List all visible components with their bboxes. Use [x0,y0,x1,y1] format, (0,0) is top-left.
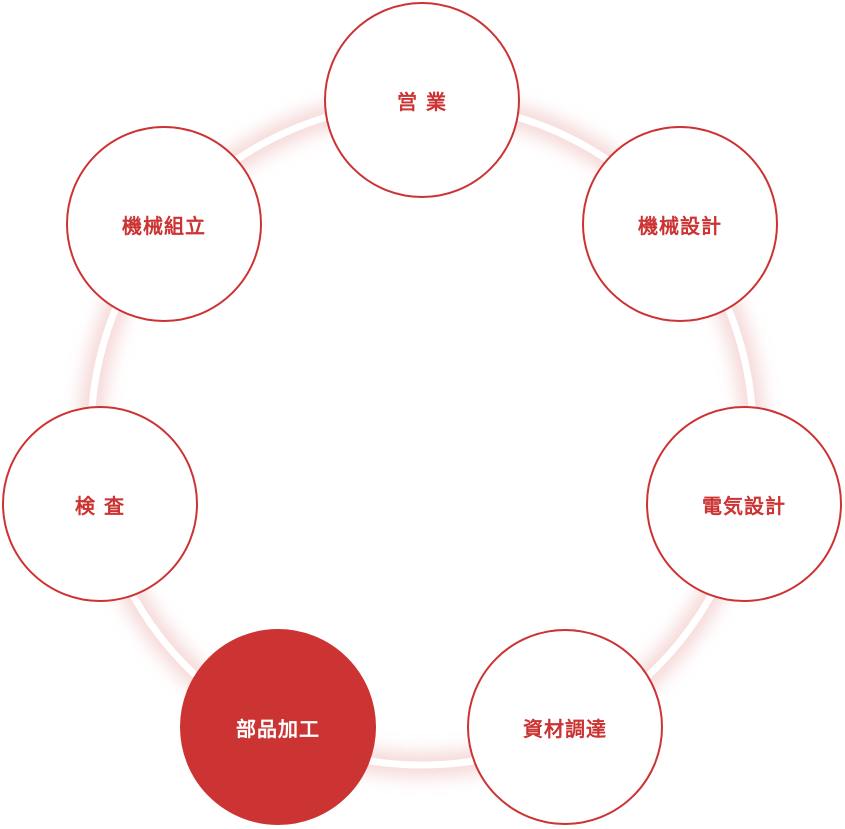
node-parts-machining[interactable]: 部品加工 [180,629,376,825]
node-label: 機械組立 [122,213,206,238]
node-label: 機械設計 [638,213,722,238]
node-label: 検 査 [75,493,125,518]
node-mechanical-design[interactable]: 機械設計 [582,126,778,322]
node-label: 電気設計 [702,493,786,518]
node-label: 資材調達 [523,716,607,741]
node-procurement[interactable]: 資材調達 [467,629,663,825]
node-electrical-design[interactable]: 電気設計 [646,406,842,602]
node-mechanical-assembly[interactable]: 機械組立 [66,126,262,322]
node-label: 部品加工 [236,716,320,741]
node-inspection[interactable]: 検 査 [2,406,198,602]
node-sales[interactable]: 営 業 [324,2,520,198]
node-label: 営 業 [397,89,447,114]
